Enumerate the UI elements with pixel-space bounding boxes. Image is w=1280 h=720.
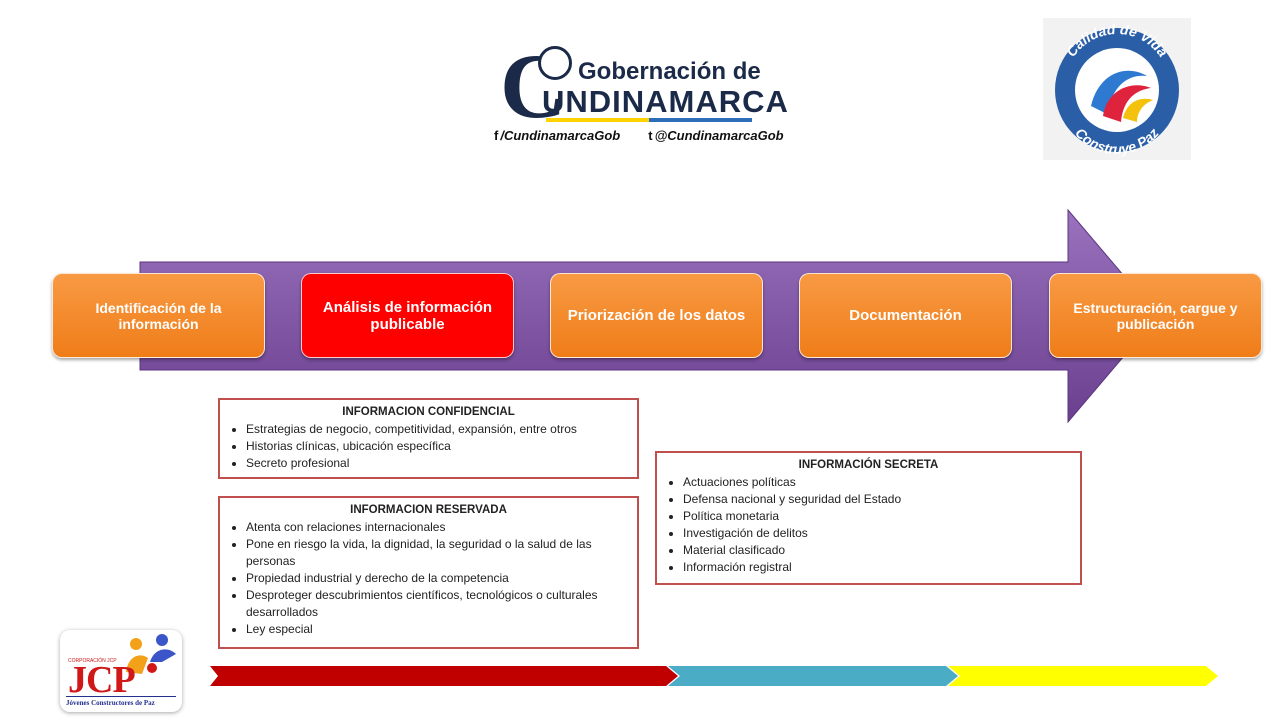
reservada-box: INFORMACION RESERVADA Atenta con relacio…	[218, 496, 639, 649]
twitter-handle-text: @CundinamarcaGob	[654, 128, 784, 143]
reservada-list: Atenta con relaciones internacionales Po…	[228, 519, 629, 638]
list-item: Pone en riesgo la vida, la dignidad, la …	[246, 536, 629, 570]
coat-of-arms-icon	[538, 46, 572, 80]
calidad-de-vida-logo: Calidad de Vida Construye Paz	[1043, 18, 1191, 160]
reservada-title: INFORMACION RESERVADA	[350, 504, 507, 516]
list-item: Política monetaria	[683, 508, 1072, 525]
footer-yellow-segment	[948, 666, 1218, 686]
list-item: Defensa nacional y seguridad del Estado	[683, 491, 1072, 508]
list-item: Investigación de delitos	[683, 525, 1072, 542]
facebook-handle: f/CundinamarcaGob	[494, 128, 620, 143]
step-priorizacion: Priorización de los datos	[550, 273, 763, 358]
list-item: Desproteger descubrimientos científicos,…	[246, 587, 629, 621]
step-documentacion: Documentación	[799, 273, 1012, 358]
footer-red-segment	[210, 666, 678, 686]
footer-color-bar	[210, 666, 1218, 686]
jcp-full-name: Jóvenes Constructores de Paz	[66, 699, 155, 707]
confidencial-title: INFORMACION CONFIDENCIAL	[342, 406, 515, 418]
step-identificacion: Identificación de la información	[52, 273, 265, 358]
confidencial-box: INFORMACION CONFIDENCIAL Estrategias de …	[218, 398, 639, 479]
secreta-title: INFORMACIÓN SECRETA	[798, 459, 939, 471]
jcp-figures-icon	[126, 634, 176, 674]
footer-blue-segment	[668, 666, 958, 686]
step-analisis: Análisis de información publicable	[301, 273, 514, 358]
list-item: Actuaciones políticas	[683, 474, 1072, 491]
jcp-divider	[66, 696, 176, 697]
list-item: Material clasificado	[683, 542, 1072, 559]
list-item: Información registral	[683, 559, 1072, 576]
social-handles: f/CundinamarcaGob t@CundinamarcaGob	[494, 128, 784, 143]
gobernacion-title: Gobernación de	[578, 58, 761, 85]
secreta-list: Actuaciones políticas Defensa nacional y…	[665, 474, 1072, 576]
list-item: Estrategias de negocio, competitividad, …	[246, 421, 629, 438]
gobernacion-logo: C Gobernación de UNDINAMARCA f/Cundinama…	[494, 40, 788, 150]
list-item: Propiedad industrial y derecho de la com…	[246, 570, 629, 587]
jcp-acronym: JCP	[68, 659, 136, 701]
facebook-handle-text: /CundinamarcaGob	[500, 128, 621, 143]
twitter-icon: t	[648, 128, 653, 143]
twitter-handle: t@CundinamarcaGob	[648, 128, 783, 143]
jcp-logo: CORPORACIÓN JCP JCP Jóvenes Constructore…	[60, 630, 182, 712]
confidencial-list: Estrategias de negocio, competitividad, …	[228, 421, 629, 472]
calidad-de-vida-emblem: Calidad de Vida Construye Paz	[1055, 21, 1179, 157]
gobernacion-name: UNDINAMARCA	[542, 84, 789, 119]
list-item: Secreto profesional	[246, 455, 629, 472]
list-item: Ley especial	[246, 621, 629, 638]
secreta-box: INFORMACIÓN SECRETA Actuaciones política…	[655, 451, 1082, 585]
facebook-icon: f	[494, 128, 499, 143]
step-estructuracion: Estructuración, cargue y publicación	[1049, 273, 1262, 358]
list-item: Historias clínicas, ubicación específica	[246, 438, 629, 455]
jcp-corporation: CORPORACIÓN JCP	[68, 658, 117, 664]
flag-stripe	[546, 118, 752, 122]
list-item: Atenta con relaciones internacionales	[246, 519, 629, 536]
